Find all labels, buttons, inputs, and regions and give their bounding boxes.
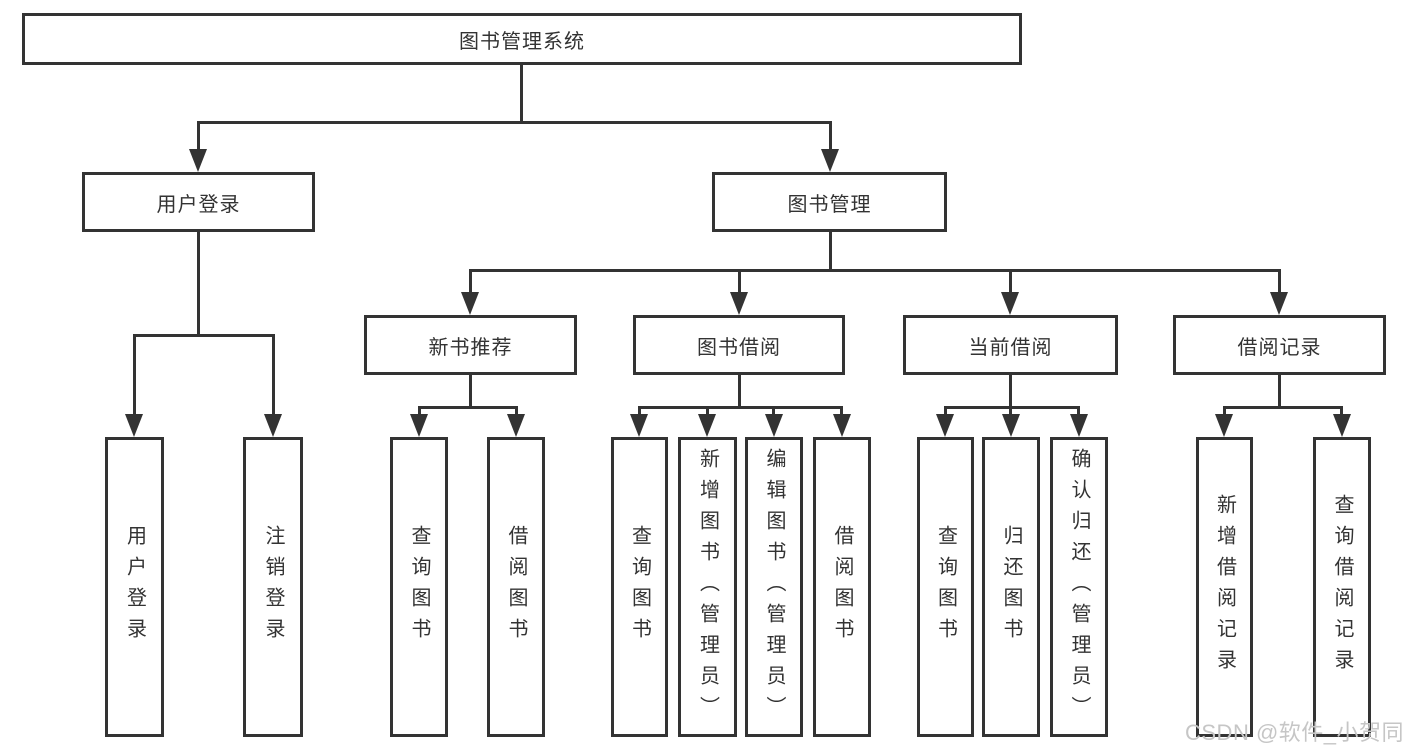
arrowhead-down-icon bbox=[1002, 414, 1020, 437]
leaf-borrow-books-recommend: 借阅图书 bbox=[487, 437, 545, 737]
node-label: 图书借阅 bbox=[697, 336, 781, 359]
node-label: 图书管理系统 bbox=[459, 30, 585, 53]
arrowhead-down-icon bbox=[1001, 292, 1019, 315]
connector-line bbox=[197, 232, 200, 336]
connector-line bbox=[520, 65, 523, 121]
leaf-query-books-borrowing: 查询图书 bbox=[611, 437, 668, 737]
connector-line bbox=[469, 269, 1281, 272]
connector-line bbox=[1077, 406, 1080, 416]
connector-line bbox=[944, 406, 947, 416]
arrowhead-down-icon bbox=[630, 414, 648, 437]
connector-line bbox=[418, 406, 518, 409]
connector-line bbox=[638, 406, 641, 416]
connector-line bbox=[197, 121, 832, 124]
leaf-borrow-books-borrowing: 借阅图书 bbox=[813, 437, 871, 737]
leaf-label: 借阅图书 bbox=[505, 525, 527, 649]
leaf-query-books-recommend: 查询图书 bbox=[390, 437, 448, 737]
arrowhead-down-icon bbox=[821, 149, 839, 172]
arrowhead-down-icon bbox=[264, 414, 282, 437]
leaf-label: 用户登录 bbox=[123, 525, 146, 649]
node-root-system: 图书管理系统 bbox=[22, 13, 1022, 65]
arrowhead-down-icon bbox=[1070, 414, 1088, 437]
leaf-label: 查询图书 bbox=[934, 525, 957, 649]
arrowhead-down-icon bbox=[461, 292, 479, 315]
leaf-label: 新增图书（管理员） bbox=[696, 447, 719, 727]
leaf-label: 查询图书 bbox=[628, 525, 651, 649]
connector-line bbox=[469, 269, 472, 295]
connector-line bbox=[469, 375, 472, 408]
connector-line bbox=[133, 334, 136, 415]
connector-line bbox=[1223, 406, 1343, 409]
arrowhead-down-icon bbox=[698, 414, 716, 437]
connector-line bbox=[1009, 406, 1012, 416]
leaf-query-borrow-record: 查询借阅记录 bbox=[1313, 437, 1371, 737]
arrowhead-down-icon bbox=[410, 414, 428, 437]
connector-line bbox=[418, 406, 421, 416]
connector-line bbox=[1223, 406, 1226, 416]
arrowhead-down-icon bbox=[1270, 292, 1288, 315]
node-book-management-branch: 图书管理 bbox=[712, 172, 947, 232]
arrowhead-down-icon bbox=[125, 414, 143, 437]
connector-line bbox=[1340, 406, 1343, 416]
leaf-user-login: 用户登录 bbox=[105, 437, 164, 737]
arrowhead-down-icon bbox=[507, 414, 525, 437]
leaf-label: 确认归还（管理员） bbox=[1068, 447, 1090, 727]
arrowhead-down-icon bbox=[730, 292, 748, 315]
leaf-label: 编辑图书（管理员） bbox=[763, 447, 785, 727]
connector-line bbox=[829, 232, 832, 272]
connector-line bbox=[133, 334, 275, 337]
leaf-logout: 注销登录 bbox=[243, 437, 303, 737]
connector-line bbox=[197, 121, 200, 151]
node-label: 新书推荐 bbox=[428, 336, 513, 359]
connector-line bbox=[272, 334, 275, 415]
leaf-label: 注销登录 bbox=[262, 525, 284, 649]
connector-line bbox=[1278, 269, 1281, 295]
arrowhead-down-icon bbox=[189, 149, 207, 172]
arrowhead-down-icon bbox=[936, 414, 954, 437]
csdn-watermark: CSDN @软件_小贺同学 bbox=[1185, 720, 1405, 745]
connector-line bbox=[706, 406, 709, 416]
node-label: 图书管理 bbox=[787, 193, 872, 216]
arrowhead-down-icon bbox=[833, 414, 851, 437]
connector-line bbox=[840, 406, 843, 416]
leaf-add-books-admin: 新增图书（管理员） bbox=[678, 437, 737, 737]
node-label: 借阅记录 bbox=[1237, 336, 1322, 359]
node-book-borrowing: 图书借阅 bbox=[633, 315, 845, 375]
leaf-label: 查询图书 bbox=[408, 525, 430, 649]
connector-line bbox=[829, 121, 832, 151]
leaf-add-borrow-record: 新增借阅记录 bbox=[1196, 437, 1253, 737]
node-new-book-recommendation: 新书推荐 bbox=[364, 315, 577, 375]
node-user-login-branch: 用户登录 bbox=[82, 172, 315, 232]
leaf-label: 查询借阅记录 bbox=[1331, 494, 1353, 680]
arrowhead-down-icon bbox=[1333, 414, 1351, 437]
node-label: 当前借阅 bbox=[968, 336, 1053, 359]
connector-line bbox=[515, 406, 518, 416]
connector-line bbox=[1278, 375, 1281, 408]
connector-line bbox=[1009, 375, 1012, 408]
leaf-label: 借阅图书 bbox=[831, 525, 853, 649]
node-current-borrowing: 当前借阅 bbox=[903, 315, 1118, 375]
node-borrowing-records: 借阅记录 bbox=[1173, 315, 1386, 375]
node-label: 用户登录 bbox=[156, 193, 241, 216]
connector-line bbox=[772, 406, 775, 416]
leaf-confirm-return-admin: 确认归还（管理员） bbox=[1050, 437, 1108, 737]
leaf-label: 新增借阅记录 bbox=[1213, 494, 1236, 680]
leaf-label: 归还图书 bbox=[1000, 525, 1022, 649]
connector-line bbox=[1009, 269, 1012, 295]
arrowhead-down-icon bbox=[1215, 414, 1233, 437]
connector-line bbox=[944, 406, 1080, 409]
arrowhead-down-icon bbox=[765, 414, 783, 437]
connector-line bbox=[738, 269, 741, 295]
connector-line bbox=[638, 406, 843, 409]
leaf-return-books: 归还图书 bbox=[982, 437, 1040, 737]
leaf-edit-books-admin: 编辑图书（管理员） bbox=[745, 437, 803, 737]
leaf-query-books-current: 查询图书 bbox=[917, 437, 974, 737]
connector-line bbox=[738, 375, 741, 408]
